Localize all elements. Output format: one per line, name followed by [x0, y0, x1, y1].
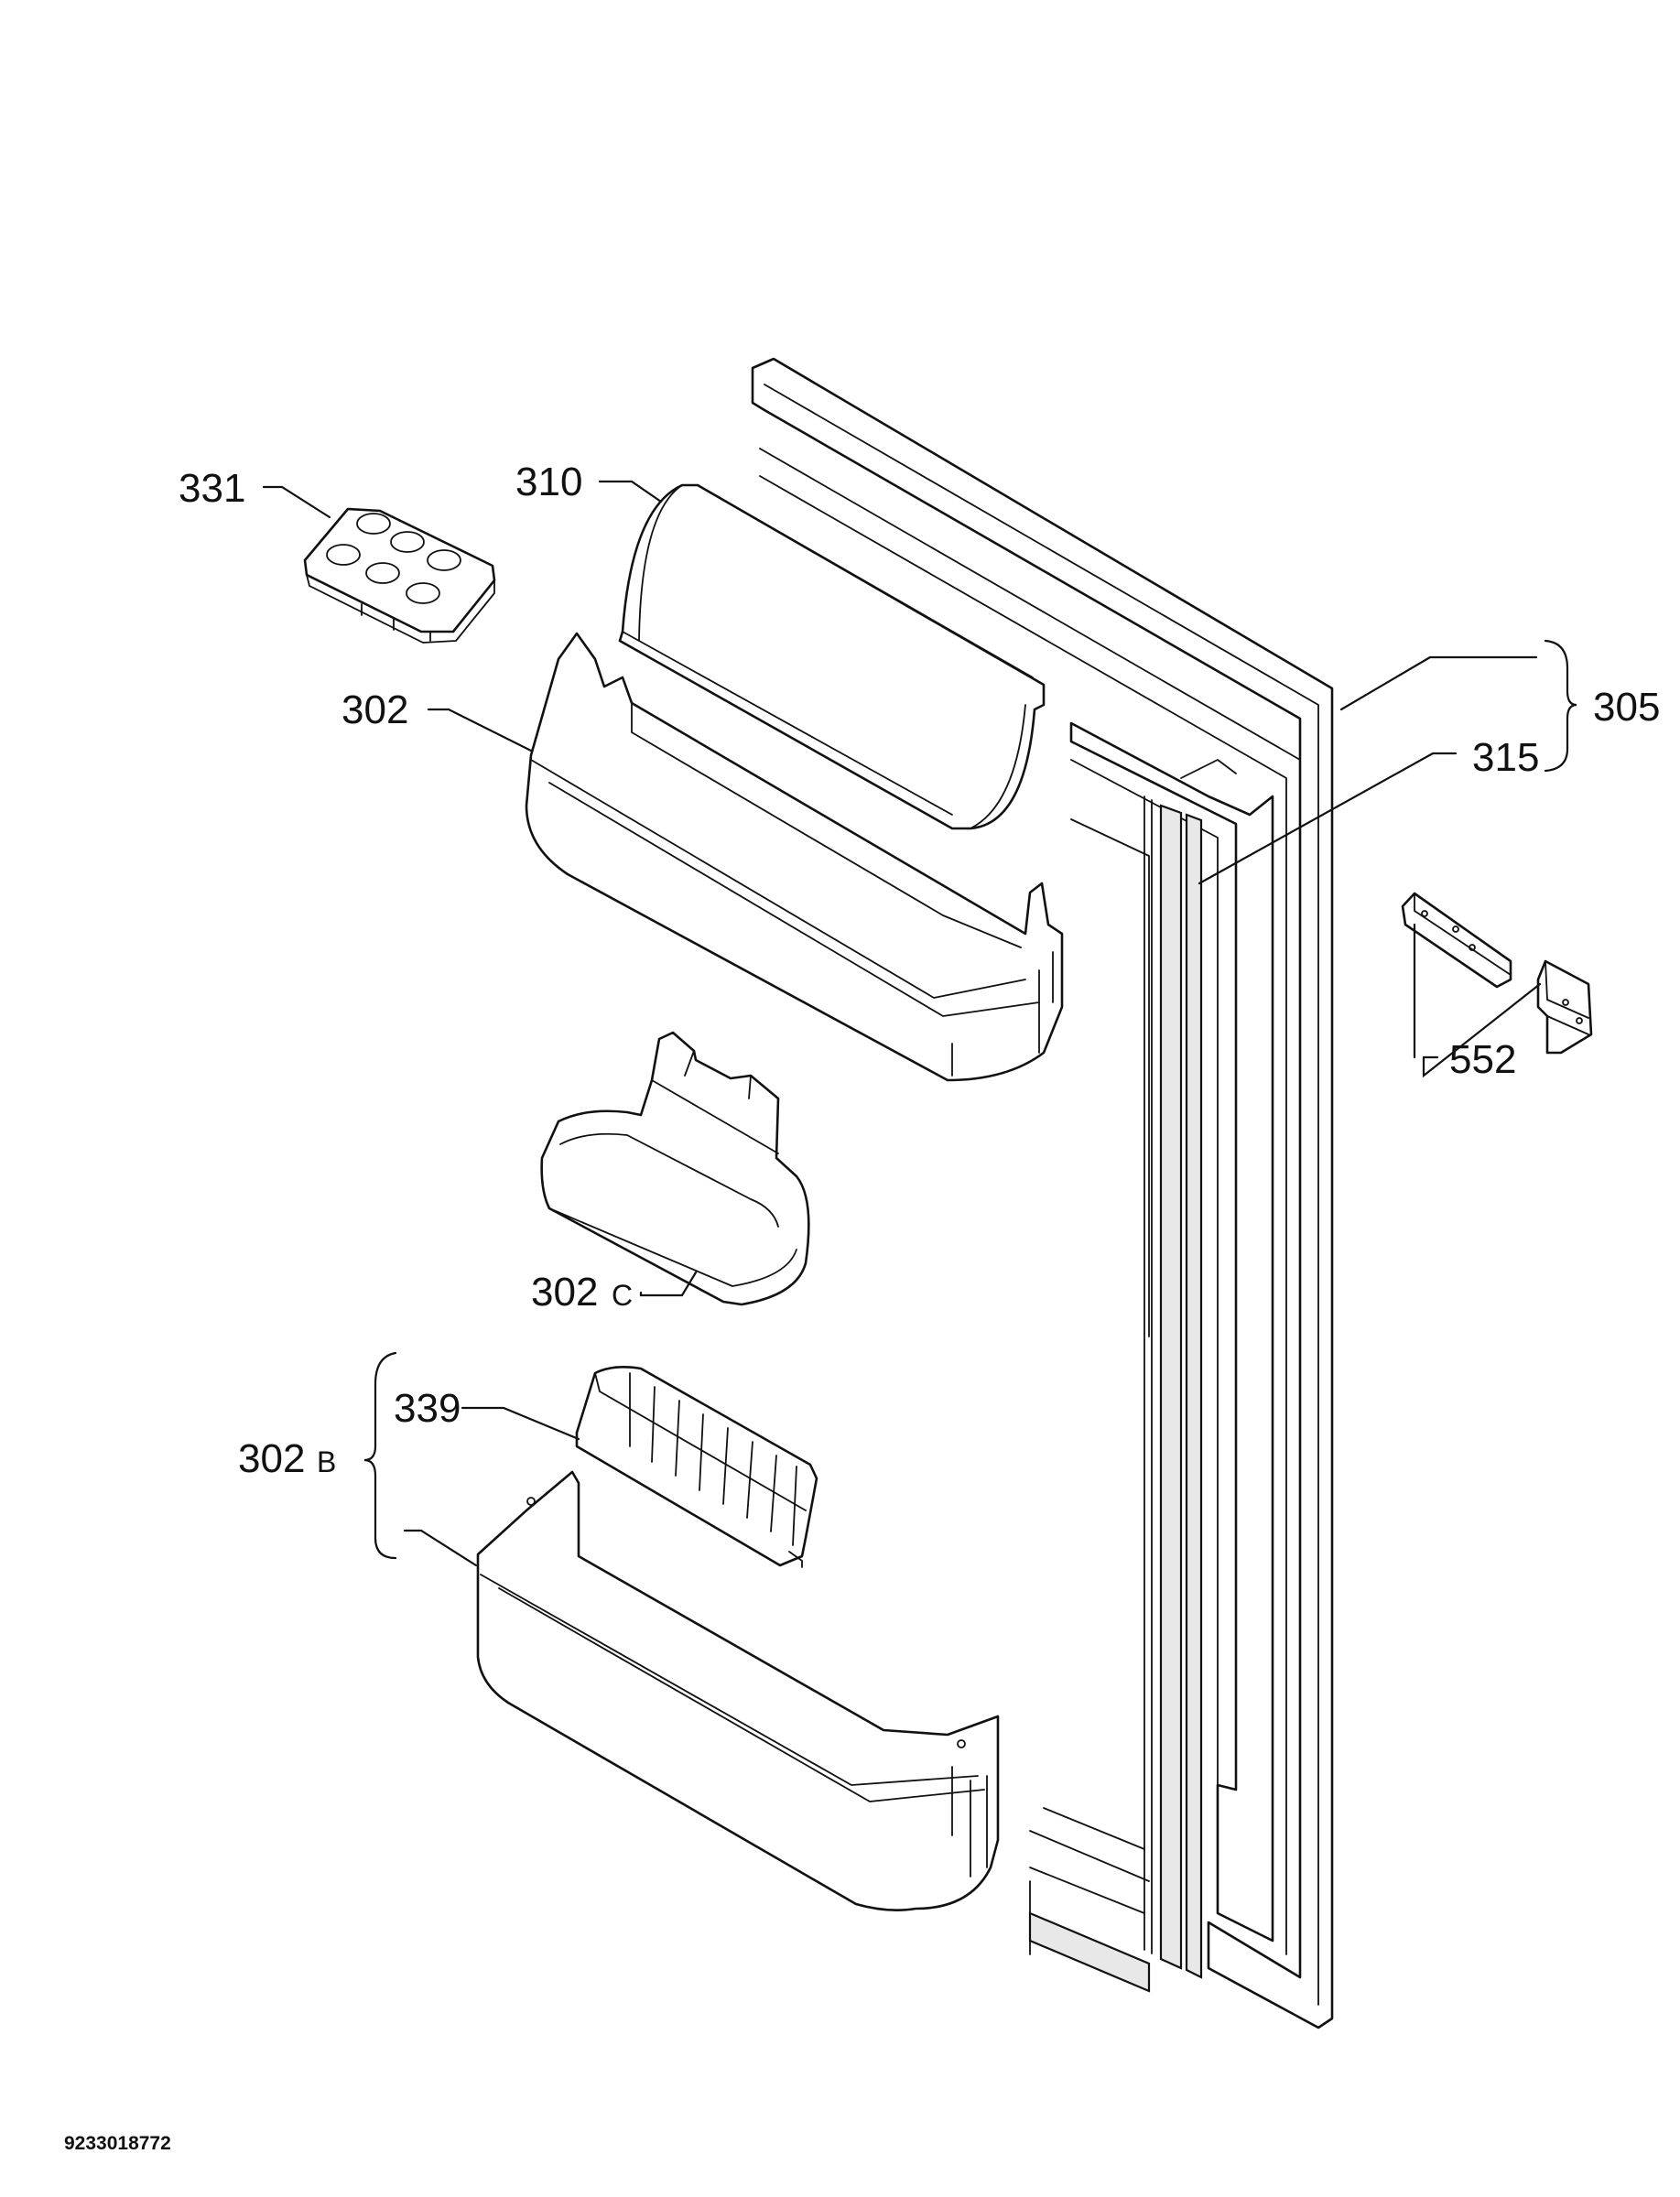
part-labels: 331 310 302 305 315 552 302 C 339 302 B — [179, 460, 1660, 1481]
label-331: 331 — [179, 466, 245, 511]
label-302b-suffix: B — [317, 1445, 336, 1478]
label-302b-number: 302 — [238, 1436, 305, 1481]
leader-lines — [264, 482, 1577, 1565]
door-frame — [753, 359, 1332, 2028]
label-310: 310 — [515, 460, 582, 504]
door-shelf-302 — [526, 633, 1062, 1080]
bottle-divider-339 — [577, 1367, 817, 1567]
label-302: 302 — [341, 687, 408, 732]
label-305: 305 — [1593, 685, 1660, 730]
document-number: 9233018772 — [64, 2133, 171, 2154]
label-315: 315 — [1472, 735, 1539, 780]
label-302c-number: 302 — [531, 1270, 598, 1315]
bottle-shelf-302b — [478, 1472, 998, 1910]
label-552: 552 — [1449, 1037, 1516, 1082]
butter-cover-310 — [620, 485, 1044, 828]
egg-tray-331 — [305, 509, 494, 643]
label-339: 339 — [394, 1386, 461, 1431]
hinge-parts-552 — [1403, 893, 1591, 1053]
small-shelf-302c — [542, 1033, 809, 1304]
label-302c-suffix: C — [612, 1279, 633, 1312]
